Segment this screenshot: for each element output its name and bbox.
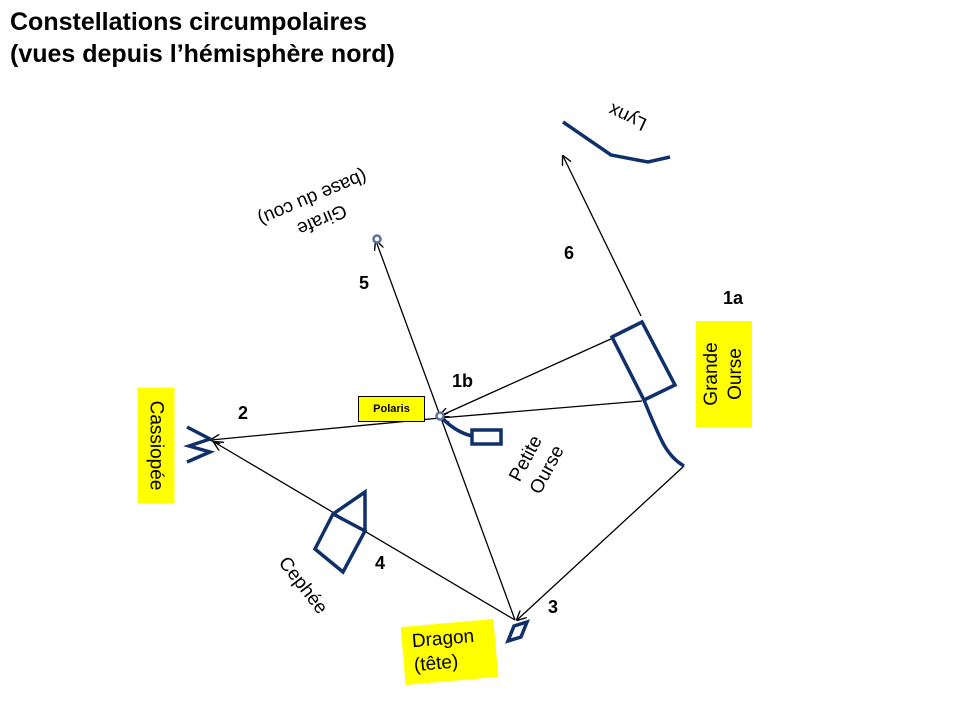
grande-ourse-label: Grande Ourse: [696, 321, 752, 427]
polaris-label: Polaris: [358, 396, 425, 422]
number-3: 3: [548, 597, 559, 617]
number-5: 5: [359, 273, 370, 293]
polaris-star-icon: [435, 411, 445, 421]
arrow-3: [517, 465, 685, 620]
number-1a: 1a: [723, 288, 744, 308]
grande-ourse-shape: [609, 319, 685, 468]
arrow-1b: [440, 400, 643, 418]
cassiopee-text: Cassiopée: [145, 400, 167, 491]
arrow-6: [563, 156, 642, 317]
page-title: Constellations circumpolaires (vues depu…: [10, 6, 395, 70]
grande-ourse-text-1: Grande: [701, 342, 722, 406]
title-line-2: (vues depuis l’hémisphère nord): [10, 40, 395, 68]
cephee-shape: [312, 488, 368, 575]
arrow-1a: [440, 337, 614, 416]
cassiopee-shape: [183, 425, 216, 464]
number-4: 4: [375, 553, 386, 573]
title-line-1: Constellations circumpolaires: [10, 8, 368, 36]
girafe-star-icon: [372, 234, 382, 244]
arrow-5: [376, 241, 516, 621]
dragon-label: Dragon (tête): [400, 619, 499, 685]
lynx-shape: [562, 120, 671, 164]
polaris-text: Polaris: [373, 403, 410, 415]
cassiopee-label: Cassiopée: [137, 387, 175, 504]
grande-ourse-text-2: Ourse: [725, 348, 746, 400]
number-1b: 1b: [452, 371, 474, 391]
number-2: 2: [238, 403, 249, 423]
number-6: 6: [564, 243, 575, 263]
dragon-shape: [505, 619, 530, 644]
